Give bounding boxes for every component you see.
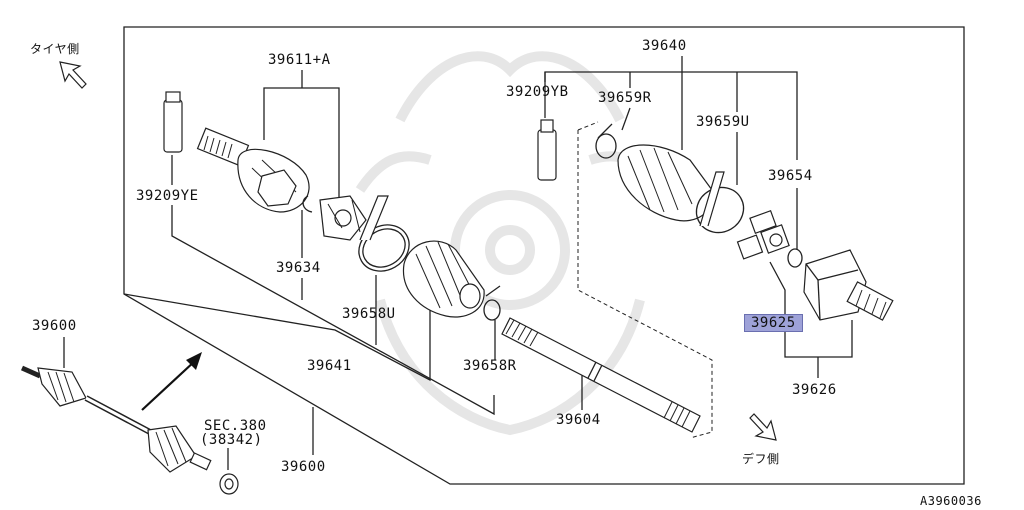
spider-assembly-39625 [736,209,790,260]
inner-race-39611A [319,195,367,241]
boot-band-39658U [358,195,410,272]
leader-39659R [621,107,631,131]
leader-39209YE-long [171,205,495,416]
label-39659R: 39659R [598,90,652,106]
leader-39626 [769,261,853,358]
outer-joint-39611A [196,127,310,213]
label-39600-top: 39600 [32,318,77,334]
assembly-frame [123,26,965,485]
label-39625-highlighted[interactable]: 39625 [744,314,803,332]
label-39654: 39654 [768,168,813,184]
boot-band-39659U [695,171,745,234]
label-39641: 39641 [307,358,352,374]
label-39604: 39604 [556,412,601,428]
assembly-arrow-icon [141,352,202,411]
label-39209YB: 39209YB [506,84,569,100]
dashed-subframe [577,130,713,439]
boot-39640 [617,144,714,222]
label-sec380-line2: (38342) [200,432,263,448]
label-39658R: 39658R [463,358,517,374]
label-39600-bottom: 39600 [281,459,326,475]
leader-39611A [263,70,340,200]
label-39659U: 39659U [696,114,750,130]
boot-band-39658R [483,285,501,321]
drive-shaft-assembly-small [20,365,239,495]
snap-ring-39634 [302,195,313,213]
arrow-diff-side-icon [749,413,777,441]
label-39634: 39634 [276,260,321,276]
label-39611A: 39611+A [268,52,331,68]
boot-39641 [402,240,485,318]
label-39626: 39626 [792,382,837,398]
leader-39640 [544,56,798,160]
leader-39641 [123,293,431,382]
boot-band-39209YB [537,119,557,181]
label-39640: 39640 [642,38,687,54]
label-tire-side: タイヤ側 [30,42,80,56]
boot-band-39209YE [163,91,183,153]
housing-39626 [803,249,894,321]
snap-ring-39654 [787,248,803,268]
figure-code: A3960036 [920,494,982,508]
boot-band-39659R [595,123,617,159]
label-sec380-line1: SEC.380 [204,418,267,434]
shaft-39604 [501,317,701,433]
arrow-tire-side-icon [59,61,87,89]
label-39209YE: 39209YE [136,188,199,204]
label-diff-side: デフ側 [742,452,780,466]
label-39658U: 39658U [342,306,396,322]
